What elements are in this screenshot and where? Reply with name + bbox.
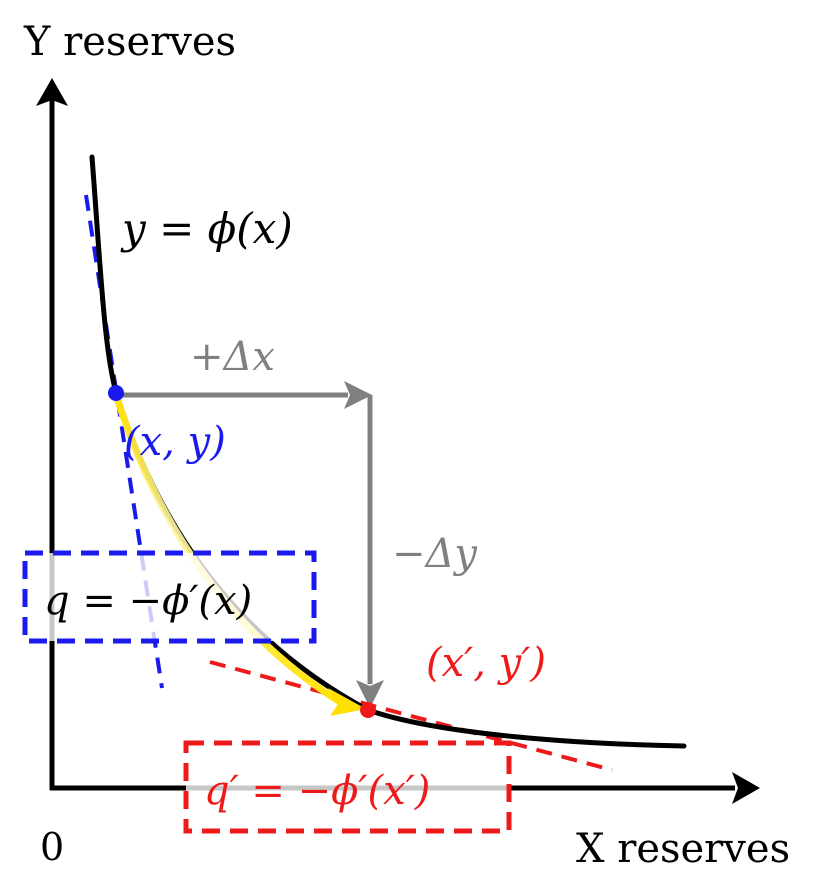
trade-path-arrowhead — [328, 688, 366, 716]
curve-label: y = ϕ(x) — [120, 204, 293, 253]
point-after-label: (x′, y′) — [426, 640, 546, 686]
x-axis-label: X reserves — [576, 826, 790, 872]
origin-label: 0 — [40, 825, 64, 869]
price-after-label: q′ = −ϕ′(x′) — [204, 768, 430, 814]
trade-path — [112, 391, 344, 706]
price-box-before — [22, 550, 317, 644]
dx-arrowhead — [344, 381, 372, 409]
dx-label: +Δx — [190, 334, 275, 380]
point-after — [360, 702, 376, 718]
y-axis-arrowhead — [36, 78, 68, 106]
price-before-label: q = −ϕ′(x) — [44, 578, 252, 624]
tangent-line-after — [209, 660, 613, 772]
dy-arrowhead — [356, 680, 384, 708]
price-box-after — [183, 740, 512, 834]
x-axis-arrowhead — [732, 772, 760, 804]
y-axis-label: Y reserves — [23, 19, 236, 65]
point-before-label: (x, y) — [124, 419, 226, 465]
dy-label: −Δy — [392, 531, 478, 577]
point-before — [108, 385, 124, 401]
